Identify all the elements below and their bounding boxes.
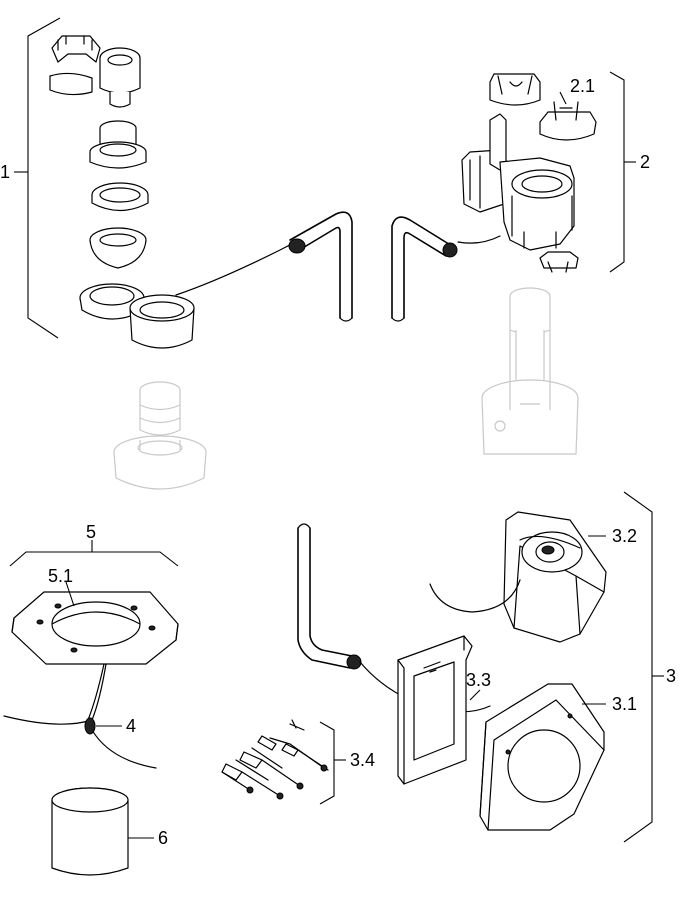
tube-right	[391, 216, 453, 319]
cable-1	[175, 239, 299, 296]
assembly-5	[3, 540, 179, 769]
half-ring	[49, 72, 93, 96]
cap-2-1-a	[489, 73, 541, 106]
label-3-4: 3.4	[350, 750, 375, 770]
label-3-1: 3.1	[612, 694, 637, 714]
assembly-3	[221, 491, 664, 843]
label-2: 2	[640, 152, 650, 172]
bracket-3-4	[319, 721, 335, 805]
tube-long	[297, 527, 353, 669]
ghost-valve-right	[481, 287, 579, 455]
cable-2	[457, 235, 501, 244]
assembly-2	[391, 71, 636, 322]
label-2-1: 2.1	[570, 76, 595, 96]
bracket-2	[609, 71, 625, 273]
ghost-fitting-left	[113, 381, 207, 490]
mounting-frame	[397, 635, 473, 785]
label-5-1: 5.1	[48, 566, 73, 586]
label-3-2: 3.2	[612, 526, 637, 546]
cap-6	[51, 787, 129, 876]
cap-2-1-b	[539, 111, 597, 141]
tube-left	[289, 211, 353, 319]
screws-3-4	[221, 719, 329, 800]
label-4: 4	[126, 716, 136, 736]
cable-3-2	[429, 579, 521, 613]
label-5: 5	[86, 522, 96, 542]
part-labels: 1 2 2.1 3 3.1 3.2 3.3 3.4 4 5 5.1 6	[0, 76, 676, 848]
bracket-5	[9, 551, 179, 567]
assembly-1	[14, 17, 353, 349]
connector-4	[84, 717, 96, 735]
label-6: 6	[158, 828, 168, 848]
clip-ring	[51, 35, 101, 63]
leader-lines	[65, 91, 606, 839]
bracket-1	[27, 17, 61, 339]
bracket-3	[623, 491, 653, 843]
label-1: 1	[0, 162, 10, 182]
label-3: 3	[666, 666, 676, 686]
label-3-3: 3.3	[466, 670, 491, 690]
